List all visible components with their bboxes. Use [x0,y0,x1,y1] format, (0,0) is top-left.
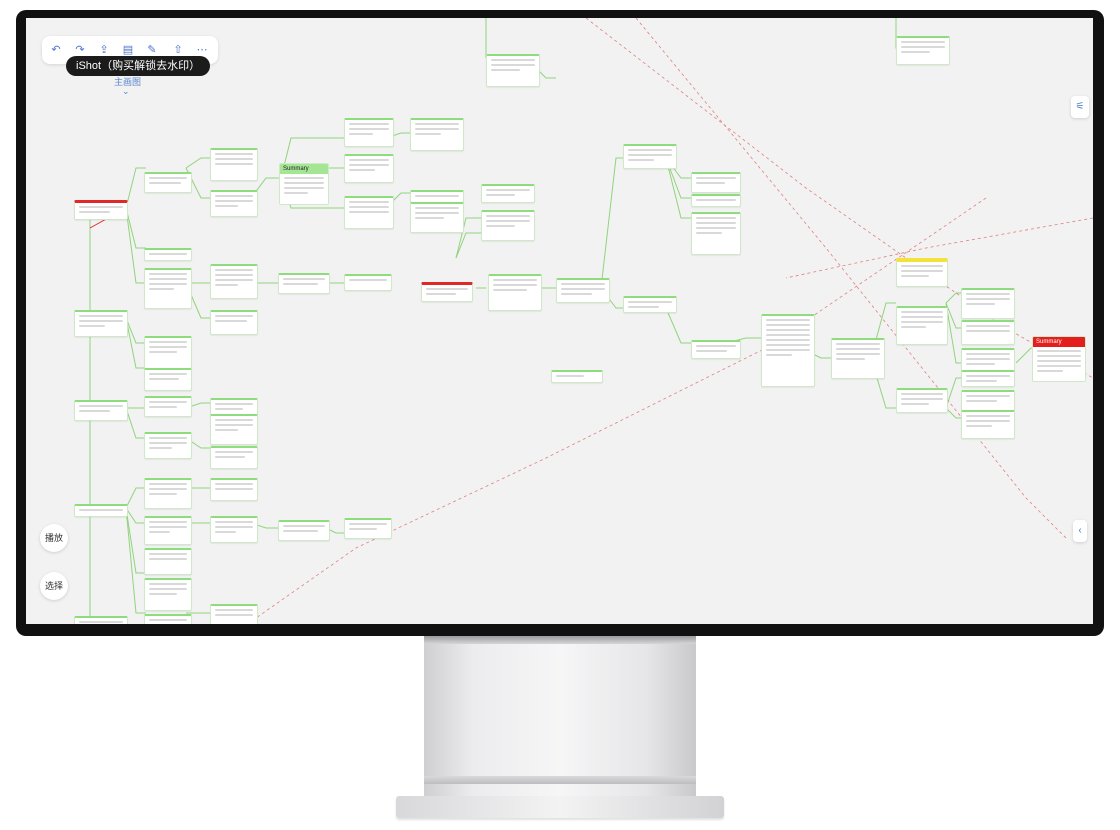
mindmap-main-node[interactable] [74,200,128,220]
mindmap-node[interactable] [144,396,192,417]
mindmap-node[interactable] [210,516,258,543]
summary-title-right: Summary [1033,337,1085,347]
mindmap-node[interactable] [961,390,1015,411]
mindmap-node[interactable] [961,288,1015,319]
mindmap-node[interactable] [896,36,950,65]
layout-icon[interactable]: ▤ [122,44,134,56]
mindmap-branch-node[interactable] [74,310,128,337]
mindmap-node[interactable] [144,248,192,261]
mindmap-node[interactable] [144,368,192,391]
mindmap-node[interactable] [144,614,192,624]
mindmap-node[interactable] [761,314,815,387]
mindmap-node[interactable] [481,210,535,241]
summary-node-right[interactable]: Summary [1032,336,1086,382]
mindmap-node[interactable] [344,518,392,539]
edit-icon[interactable]: ✎ [147,44,157,56]
redo-icon[interactable]: ↷ [75,44,85,56]
central-topic-node[interactable] [421,282,473,302]
mindmap-node[interactable] [691,194,741,207]
mindmap-node[interactable] [144,516,192,545]
mindmap-node[interactable] [961,370,1015,387]
filter-icon[interactable]: ⚟ [1071,96,1089,118]
mindmap-node[interactable] [144,478,192,509]
mindmap-node[interactable] [410,202,464,233]
mindmap-node[interactable] [210,446,258,469]
mindmap-node[interactable] [210,414,258,445]
more-icon[interactable]: ⋯ [196,44,208,56]
mindmap-node[interactable] [486,54,540,87]
mindmap-node[interactable] [551,370,603,383]
watermark-badge: iShot（购买解锁去水印） [66,56,211,76]
chevron-down-icon[interactable]: ⌄ [122,86,130,96]
mindmap-node[interactable] [210,478,258,501]
mindmap-branch-node[interactable] [74,504,128,517]
mindmap-node[interactable] [210,148,258,181]
mindmap-node[interactable] [210,604,258,624]
mindmap-branch-node[interactable] [74,616,128,624]
mindmap-node[interactable] [144,172,192,193]
summary-title: Summary [280,164,328,174]
mindmap-node[interactable] [410,118,464,151]
mindmap-node[interactable] [691,340,741,359]
mindmap-node[interactable] [481,184,535,203]
mindmap-node[interactable] [691,172,741,193]
mindmap-node[interactable] [556,278,610,303]
mindmap-node[interactable] [961,320,1015,345]
mindmap-node[interactable] [210,310,258,335]
mindmap-node[interactable] [691,212,741,255]
mindmap-branch-node[interactable] [74,400,128,421]
mindmap-node[interactable] [210,264,258,299]
monitor-stand-groove [424,776,696,784]
mindmap-node[interactable] [961,410,1015,439]
monitor-stand [424,636,696,796]
mindmap-node[interactable] [344,154,394,183]
mindmap-node[interactable] [144,548,192,575]
canvas-tab-label[interactable]: 主画图 [114,77,142,87]
mindmap-node[interactable] [831,338,885,379]
mindmap-node[interactable] [896,306,948,345]
mindmap-node[interactable] [623,296,677,313]
connector-layer [89,18,1093,624]
chevron-left-icon[interactable]: ‹ [1073,520,1087,542]
mindmap-node[interactable] [210,190,258,217]
mindmap-node[interactable] [144,336,192,369]
mindmap-node[interactable] [344,196,394,229]
mindmap-node[interactable] [144,432,192,459]
mindmap-canvas[interactable]: Summary Summary ↶ ↷ ⇪ [26,18,1093,624]
mindmap-node[interactable] [344,118,394,147]
mindmap-node[interactable] [278,520,330,541]
mindmap-node[interactable] [278,273,330,294]
summary-node[interactable]: Summary [279,163,329,205]
mindmap-node[interactable] [144,268,192,309]
share-icon[interactable]: ⇪ [99,44,109,56]
mindmap-node[interactable] [488,274,542,311]
mindmap-node[interactable] [210,398,258,419]
select-button[interactable]: 选择 [40,572,68,600]
monitor-stand-base [396,796,724,818]
highlighted-node[interactable] [896,258,948,287]
mindmap-node[interactable] [344,274,392,291]
play-button[interactable]: 播放 [40,524,68,552]
export-icon[interactable]: ⇧ [173,44,183,56]
mindmap-node[interactable] [144,578,192,611]
undo-icon[interactable]: ↶ [51,44,61,56]
mindmap-node[interactable] [896,388,948,413]
mindmap-node[interactable] [623,144,677,169]
